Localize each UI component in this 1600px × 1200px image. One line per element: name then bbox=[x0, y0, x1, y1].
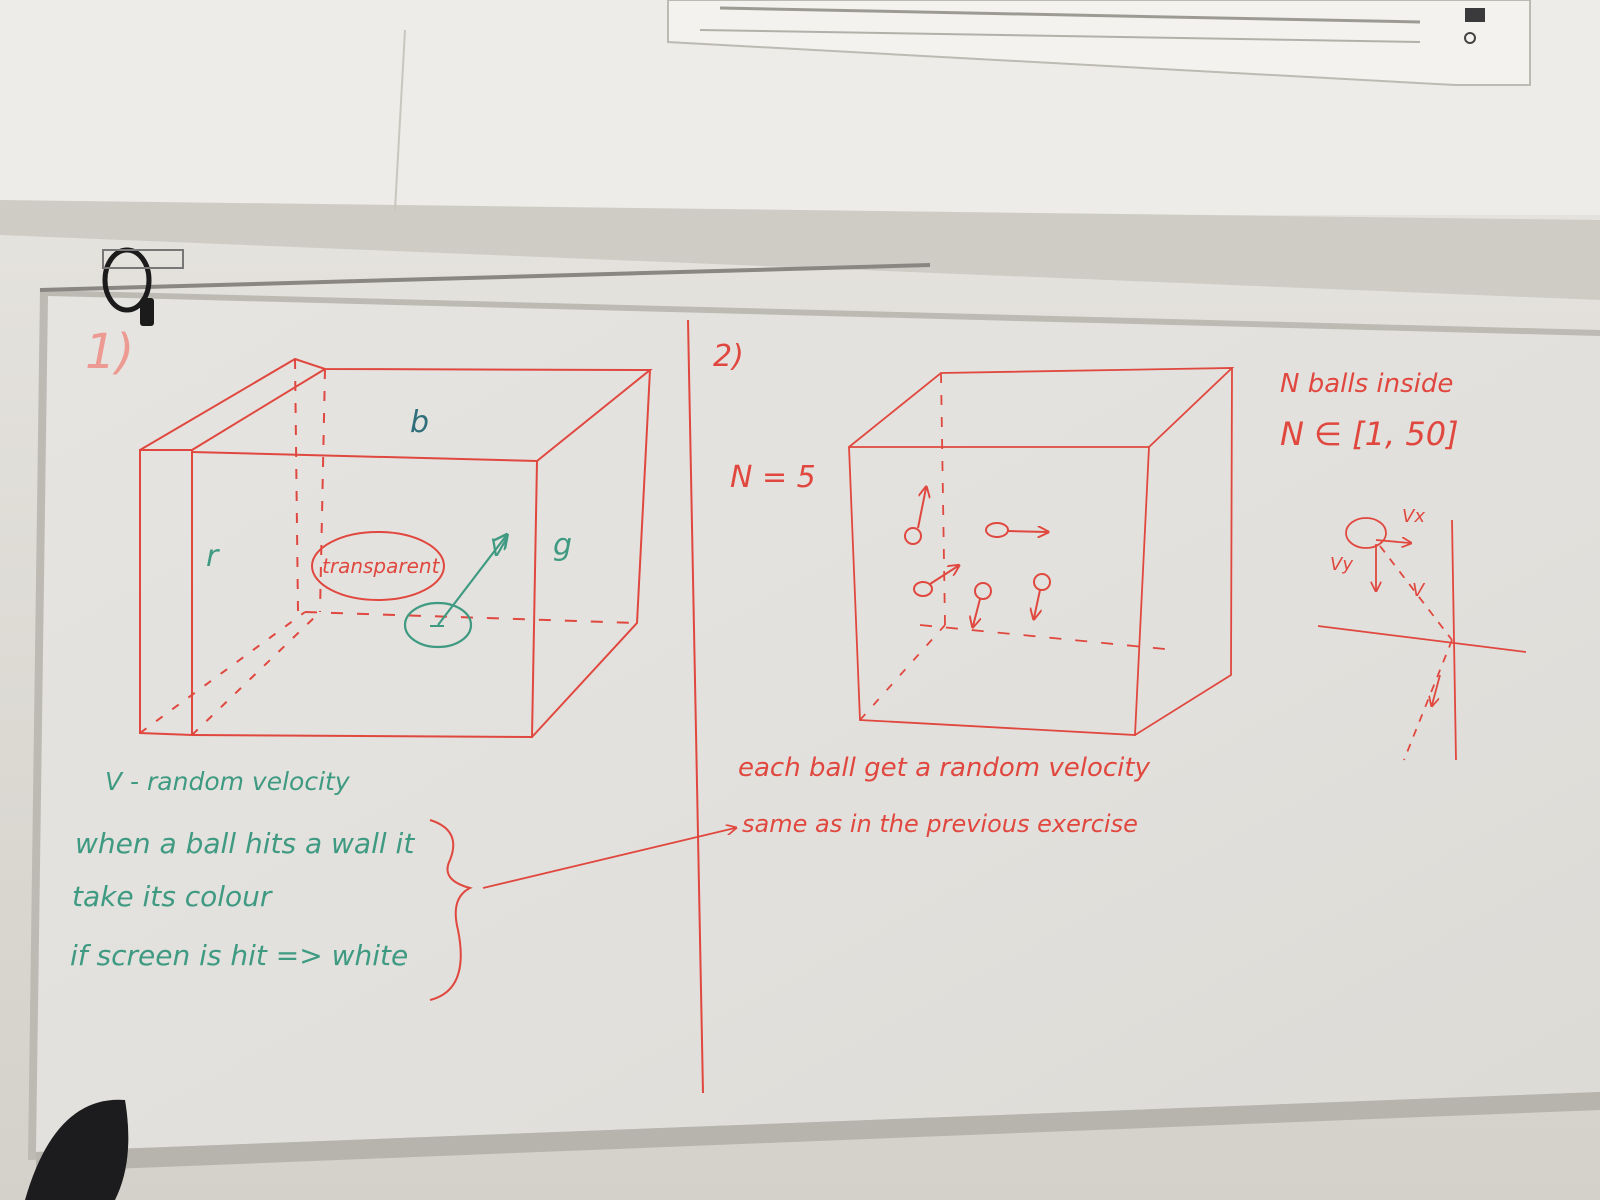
section-2: 2) N = 5 bbox=[713, 339, 1235, 838]
transparent-oval bbox=[311, 531, 445, 601]
curly-brace bbox=[429, 819, 473, 1001]
note-wall-hit: when a ball hits a wall it bbox=[75, 827, 415, 860]
note-colour: take its colour bbox=[72, 880, 273, 913]
cube-1 bbox=[139, 357, 653, 739]
ball-2e bbox=[1034, 573, 1051, 618]
n-balls-inside: N balls inside bbox=[1280, 369, 1453, 399]
soffit-seam bbox=[394, 29, 406, 211]
magnet-clip bbox=[102, 247, 184, 326]
balls-2 bbox=[904, 488, 1051, 626]
ball-2a bbox=[904, 488, 926, 545]
section-1-number: 1) bbox=[85, 324, 134, 380]
label-vy: Vy bbox=[1330, 554, 1353, 575]
note-velocity: V - random velocity bbox=[105, 767, 351, 796]
chair-back bbox=[25, 1099, 129, 1200]
section-divider bbox=[687, 319, 704, 1094]
ball-2b bbox=[985, 522, 1047, 537]
ball-2c bbox=[913, 566, 958, 597]
bounce-diagram bbox=[1317, 517, 1527, 761]
n-equals-5: N = 5 bbox=[730, 460, 816, 495]
label-v-bounce: V bbox=[1412, 580, 1426, 601]
whiteboard bbox=[28, 263, 1600, 1172]
ball-2d bbox=[973, 582, 992, 626]
section-2-notes: each ball get a random velocity same as … bbox=[738, 753, 1151, 838]
n-range: N ∈ [1, 50] bbox=[1280, 415, 1459, 453]
link-arrow bbox=[482, 828, 735, 889]
side-notes: N balls inside N ∈ [1, 50] Vx Vy V bbox=[1280, 369, 1527, 761]
section-1-notes: V - random velocity when a ball hits a w… bbox=[70, 767, 415, 972]
section-2-number: 2) bbox=[713, 339, 744, 374]
label-b: b bbox=[410, 405, 429, 440]
label-vx: Vx bbox=[1402, 506, 1425, 527]
note-random-velocity: each ball get a random velocity bbox=[738, 753, 1151, 783]
air-conditioner bbox=[667, 0, 1531, 86]
note-screen: if screen is hit => white bbox=[70, 939, 408, 972]
ball-1 bbox=[403, 536, 506, 649]
section-1: 1) b r g transparent V bbox=[70, 324, 735, 1001]
label-transparent: transparent bbox=[322, 554, 441, 578]
note-same-as-previous: same as in the previous exercise bbox=[742, 810, 1138, 838]
label-r: r bbox=[206, 539, 220, 574]
label-g: g bbox=[553, 528, 572, 563]
soffit-shadow bbox=[0, 200, 1600, 300]
cube-2 bbox=[848, 367, 1235, 736]
label-v: V bbox=[490, 534, 508, 562]
